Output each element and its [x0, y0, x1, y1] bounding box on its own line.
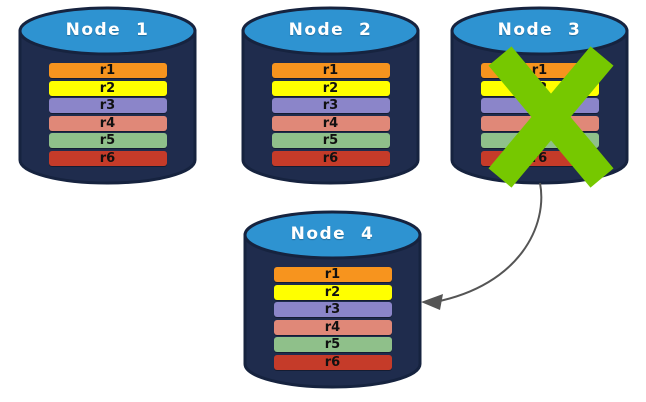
- cylinder-top-ellipse: [450, 6, 629, 56]
- data-row[interactable]: r3: [271, 98, 390, 113]
- data-row[interactable]: r2: [271, 80, 390, 96]
- cylinder-top-ellipse: [18, 6, 197, 56]
- data-row[interactable]: r4: [271, 115, 390, 131]
- data-row[interactable]: r4: [480, 115, 599, 131]
- data-row[interactable]: r2: [480, 80, 599, 96]
- data-row[interactable]: r6: [48, 150, 167, 166]
- data-row[interactable]: r3: [480, 98, 599, 113]
- data-row[interactable]: r1: [480, 63, 599, 78]
- data-row[interactable]: r6: [273, 354, 392, 370]
- data-row[interactable]: r5: [273, 337, 392, 352]
- data-row[interactable]: r5: [271, 133, 390, 148]
- data-row[interactable]: r6: [480, 150, 599, 166]
- data-row[interactable]: r3: [48, 98, 167, 113]
- data-row[interactable]: r3: [273, 302, 392, 317]
- arrow-head-icon: [421, 294, 443, 310]
- data-row[interactable]: r2: [273, 284, 392, 300]
- cylinder-top-ellipse: [241, 6, 420, 56]
- data-row[interactable]: r5: [48, 133, 167, 148]
- data-row[interactable]: r4: [48, 115, 167, 131]
- arrow-path: [434, 182, 543, 303]
- data-row[interactable]: r1: [48, 63, 167, 78]
- data-row[interactable]: r5: [480, 133, 599, 148]
- data-row[interactable]: r4: [273, 319, 392, 335]
- data-row[interactable]: r1: [273, 267, 392, 282]
- data-row[interactable]: r2: [48, 80, 167, 96]
- cylinder-top-ellipse: [243, 210, 422, 260]
- data-row[interactable]: r6: [271, 150, 390, 166]
- data-row[interactable]: r1: [271, 63, 390, 78]
